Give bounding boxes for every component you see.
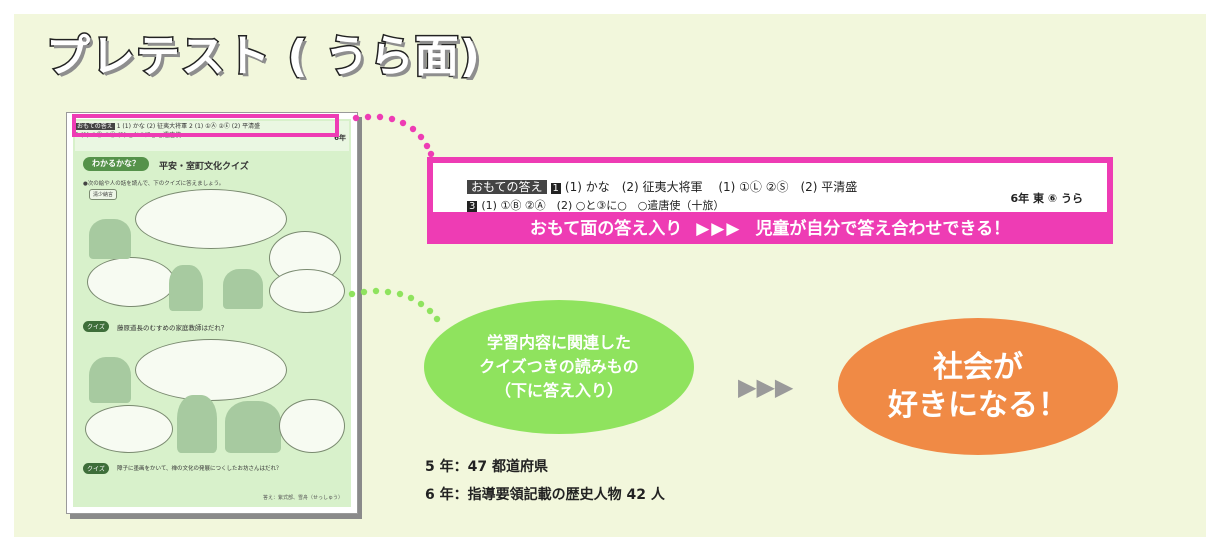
note-grade-6: 6 年：指導要領記載の歴史人物 42 人 xyxy=(425,487,665,503)
speech-bubble xyxy=(87,257,175,307)
caption-right: 児童が自分で答え合わせできる！ xyxy=(755,219,1011,239)
speech-bubble xyxy=(135,189,287,249)
page-title: プレテスト ( うら面) xyxy=(45,30,482,84)
result-badge: 社会が 好きになる！ xyxy=(838,318,1118,455)
worksheet-answer-highlight xyxy=(72,114,339,137)
worksheet-answer-line1: 1 (1) かな (2) 征夷大将軍 2 (1) ①Ⓐ ②Ⓔ (2) 平清盛 xyxy=(116,123,261,130)
result-line-1: 社会が xyxy=(933,349,1023,385)
quiz-tag: クイズ xyxy=(83,321,109,332)
result-line-2: 好きになる！ xyxy=(888,387,1068,423)
answer-grade: 6年 東 ⑥ うら xyxy=(1010,192,1083,205)
number-badge: 1 xyxy=(550,183,561,194)
person-illustration xyxy=(223,269,263,309)
wakaru-badge: わかるかな？ xyxy=(83,157,149,171)
character-tag: 清少納言 xyxy=(89,189,118,200)
caption-arrows-icon: ▶▶▶ xyxy=(696,219,742,239)
speech-bubble xyxy=(269,269,345,313)
speech-bubble xyxy=(279,399,345,453)
worksheet-thumbnail: おもての答え 1 (1) かな (2) 征夷大将軍 2 (1) ①Ⓐ ②Ⓔ (2… xyxy=(66,112,358,514)
answer-line-2: 3(1) ①Ⓑ ②Ⓐ (2) ○と③に○ ○遣唐使（十旅） xyxy=(467,197,724,213)
person-illustration xyxy=(89,357,131,403)
badge-line-1: 学習内容に関連した xyxy=(486,333,631,352)
answer-text-1: (1) かな (2) 征夷大将軍 (1) ①Ⓛ ②Ⓢ (2) 平清盛 xyxy=(564,180,858,194)
speech-bubble xyxy=(135,339,287,401)
badge-line-2: クイズつきの読みもの xyxy=(479,357,639,376)
quiz-question: 障子に墨画をかいて、禅の文化の発展につくしたお坊さんはだれ？ xyxy=(117,466,282,472)
building-illustration xyxy=(225,401,281,453)
arrows-icon: ▶▶▶ xyxy=(738,373,794,401)
caption-left: おもて面の答え入り xyxy=(529,219,683,239)
number-badge: 3 xyxy=(467,201,478,212)
badge-line-3: （下に答え入り） xyxy=(494,381,623,400)
answer-label: おもての答え xyxy=(467,180,547,194)
worksheet-grade: 6年 xyxy=(334,134,346,142)
answer-text-2: (1) ①Ⓑ ②Ⓐ (2) ○と③に○ ○遣唐使（十旅） xyxy=(481,199,725,212)
worksheet-title: 平安・室町文化クイズ xyxy=(159,162,249,172)
worksheet-footer: 答え：紫式部、雪舟（せっしゅう） xyxy=(262,495,343,501)
person-illustration xyxy=(169,265,203,311)
worksheet-answer-label: おもての答え xyxy=(75,123,115,130)
quiz-question: 藤原道長のむすめの家庭教師はだれ？ xyxy=(117,324,228,332)
note-grade-5: 5 年：47 都道府県 xyxy=(425,459,548,475)
speech-bubble xyxy=(85,405,173,453)
reading-material-badge: 学習内容に関連した クイズつきの読みもの （下に答え入り） xyxy=(424,300,694,434)
person-illustration xyxy=(89,219,131,259)
quiz-tag: クイズ xyxy=(83,463,109,474)
answer-caption: おもて面の答え入り ▶▶▶ 児童が自分で答え合わせできる！ xyxy=(427,215,1113,243)
building-illustration xyxy=(177,395,217,453)
worksheet-body: おもての答え 1 (1) かな (2) 征夷大将軍 2 (1) ①Ⓐ ②Ⓔ (2… xyxy=(73,119,351,507)
worksheet-intro: ●次の絵や人の話を読んで、下のクイズに答えましょう。 xyxy=(83,181,225,187)
